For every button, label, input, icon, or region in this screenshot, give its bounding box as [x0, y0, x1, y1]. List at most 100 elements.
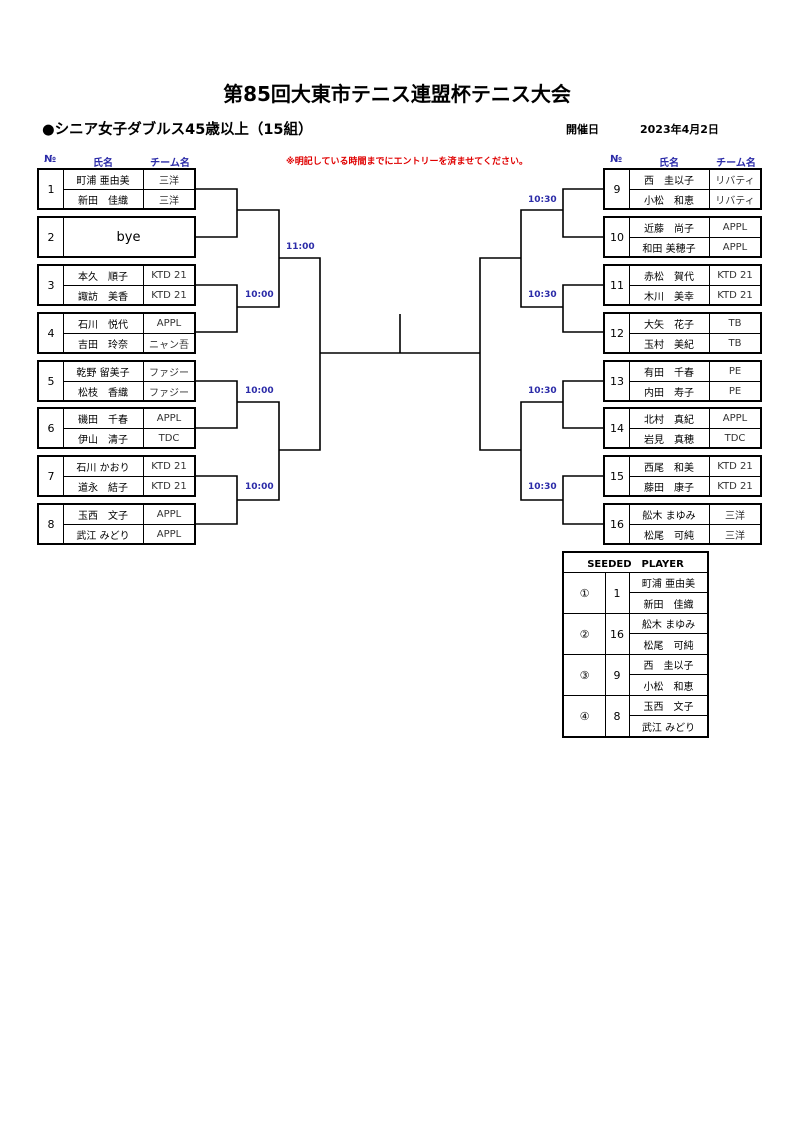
entry-number: 15	[605, 457, 630, 495]
event-subtitle: ●シニア女子ダブルス45歳以上（15組）	[42, 122, 313, 138]
col-header-team-left: チーム名	[150, 158, 190, 169]
player-name: 乾野 留美子	[63, 362, 144, 381]
player-name: 有田 千春	[629, 362, 710, 381]
player-name: 吉田 玲奈	[63, 334, 144, 352]
entry-number: 9	[605, 170, 630, 208]
bye-label: bye	[116, 229, 141, 245]
seed-mark: ②	[564, 614, 606, 654]
seed-player-name: 町浦 亜由美	[630, 573, 707, 593]
entry-number: 7	[39, 457, 64, 495]
entry-number: 11	[605, 266, 630, 304]
col-header-no-right: №	[609, 154, 623, 165]
seeded-title: SEEDED PLAYER	[564, 553, 707, 573]
team-name: APPL	[156, 318, 182, 329]
seed-mark: ④	[564, 696, 606, 736]
team-name: APPL	[156, 509, 182, 520]
seed-player-name: 武江 みどり	[641, 722, 696, 734]
player-name: 近藤 尚子	[629, 218, 710, 237]
match-time: 10:00	[245, 386, 274, 396]
team-name: KTD 21	[717, 461, 753, 472]
team-name: ファジー	[149, 387, 189, 399]
entry-2-bye: 2 bye	[37, 216, 196, 258]
team-name: APPL	[156, 528, 182, 540]
entry-number: 16	[605, 505, 630, 543]
player-name: 藤田 康子	[629, 477, 710, 495]
team-name: KTD 21	[151, 289, 187, 301]
player-name: 武江 みどり	[63, 525, 144, 543]
entry-number: 6	[39, 409, 64, 447]
match-time: 10:30	[528, 482, 557, 492]
col-header-team-right: チーム名	[716, 158, 756, 169]
seed-player-name: 舩木 まゆみ	[630, 614, 707, 634]
match-time: 10:30	[528, 386, 557, 396]
player-name: 町浦 亜由美	[63, 170, 144, 189]
seed-mark: ③	[564, 655, 606, 695]
match-time: 10:00	[245, 290, 274, 300]
player-name: 新田 佳織	[63, 190, 144, 208]
player-name: 内田 寿子	[629, 382, 710, 400]
entry-8: 8 玉西 文子 APPL 武江 みどり APPL	[37, 503, 196, 545]
team-name: リバティ	[715, 176, 755, 187]
player-name: 玉西 文子	[63, 505, 144, 524]
seed-player-name: 玉西 文子	[630, 696, 707, 716]
player-name: 石川 かおり	[63, 457, 144, 476]
match-time: 10:30	[528, 195, 557, 205]
team-name: 三洋	[159, 176, 179, 187]
entry-1: 1 町浦 亜由美三洋 新田 佳織三洋	[37, 168, 196, 210]
date-label: 開催日	[566, 123, 599, 136]
team-name: APPL	[722, 222, 748, 233]
team-name: KTD 21	[717, 480, 753, 492]
player-name: 諏訪 美香	[63, 286, 144, 304]
player-name: 大矢 花子	[629, 314, 710, 333]
player-name: 松尾 可純	[629, 525, 710, 543]
seed-player-name: 小松 和恵	[643, 681, 694, 693]
match-time: 10:30	[528, 290, 557, 300]
entry-number: 8	[39, 505, 64, 543]
seed-group: ④ 8 玉西 文子 武江 みどり	[564, 696, 707, 736]
entry-9: 9 西 圭以子リバティ 小松 和恵リバティ	[603, 168, 762, 210]
seed-entry-number: 16	[605, 614, 630, 654]
team-name: TB	[728, 318, 742, 329]
player-name: 小松 和恵	[629, 190, 710, 208]
entry-number: 4	[39, 314, 64, 352]
seed-entry-number: 1	[605, 573, 630, 613]
seed-entry-number: 9	[605, 655, 630, 695]
team-name: 三洋	[725, 511, 745, 522]
player-name: 北村 真紀	[629, 409, 710, 428]
page-title: 第85回大東市テニス連盟杯テニス大会	[223, 82, 571, 106]
player-name: 西尾 和美	[629, 457, 710, 476]
team-name: PE	[728, 366, 742, 377]
team-name: TDC	[724, 432, 746, 444]
player-name: 岩見 真穂	[629, 429, 710, 447]
seed-group: ③ 9 西 圭以子 小松 和恵	[564, 655, 707, 696]
match-time: 11:00	[286, 242, 315, 252]
team-name: KTD 21	[151, 270, 187, 281]
player-name: 道永 結子	[63, 477, 144, 495]
seed-group: ① 1 町浦 亜由美 新田 佳織	[564, 573, 707, 614]
event-date: 2023年4月2日	[640, 123, 719, 136]
team-name: 三洋	[725, 530, 745, 542]
player-name: 赤松 賀代	[629, 266, 710, 285]
seed-entry-number: 8	[605, 696, 630, 736]
entry-number: 13	[605, 362, 630, 400]
player-name: 磯田 千春	[63, 409, 144, 428]
team-name: リバティ	[715, 195, 755, 207]
team-name: KTD 21	[717, 289, 753, 301]
col-header-name-right: 氏名	[659, 158, 679, 169]
col-header-name-left: 氏名	[93, 158, 113, 169]
entry-number: 3	[39, 266, 64, 304]
entry-note: ※明記している時間までにエントリーを済ませてください。	[286, 157, 528, 167]
player-name: 和田 美穂子	[629, 238, 710, 256]
seed-player-name: 新田 佳織	[643, 599, 694, 611]
team-name: APPL	[722, 241, 748, 253]
seed-group: ② 16 舩木 まゆみ 松尾 可純	[564, 614, 707, 655]
team-name: KTD 21	[151, 461, 187, 472]
entry-number: 5	[39, 362, 64, 400]
